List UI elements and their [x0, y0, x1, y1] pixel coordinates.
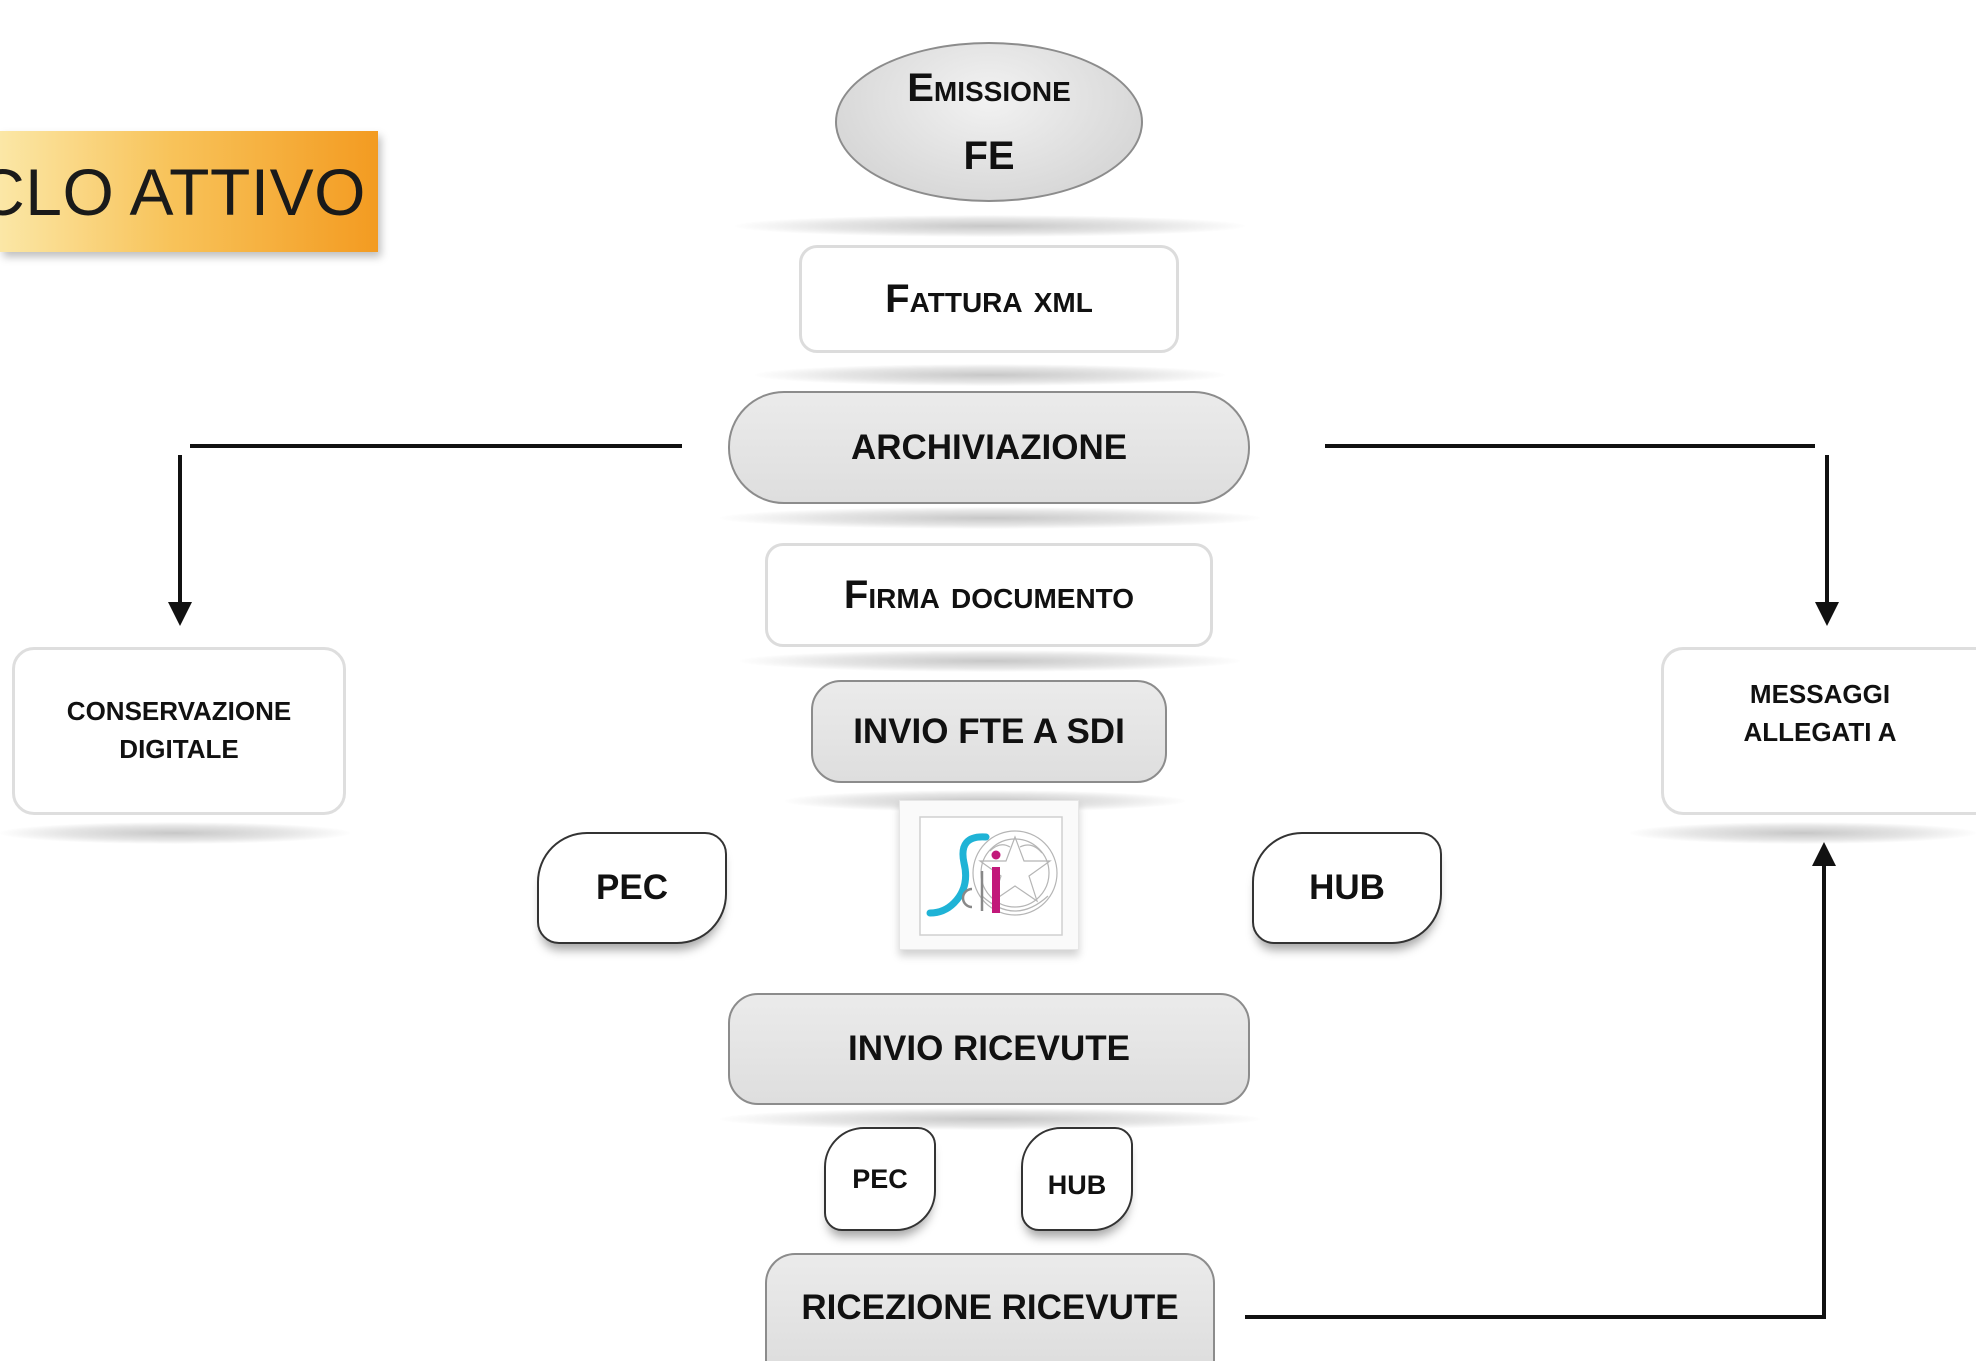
pec-small-label: PEC: [852, 1163, 908, 1194]
messaggi-line2: ALLEGATI A: [1743, 716, 1897, 747]
shadow-firma: [740, 650, 1240, 672]
shadow-messaggi: [1630, 822, 1976, 844]
ricezione-label: RICEZIONE RICEVUTE: [801, 1288, 1179, 1327]
archiviazione-label: ARCHIVIAZIONE: [850, 427, 1128, 467]
shadow-conservazione: [0, 822, 350, 844]
invio-ricevute-label: INVIO RICEVUTE: [848, 1029, 1130, 1068]
node-invio-ricevute: INVIO RICEVUTE: [728, 993, 1250, 1105]
fattura-label: Fattura xml: [885, 276, 1093, 321]
firma-label: Firma documento: [843, 572, 1135, 617]
arrow-up-to-messaggi: [1812, 842, 1836, 866]
node-messaggi-allegati: MESSAGGI ALLEGATI A: [1661, 647, 1976, 815]
pec-label: PEC: [596, 868, 668, 907]
conservazione-line1: CONSERVAZIONE: [66, 696, 292, 727]
connector-left-down: [178, 455, 182, 605]
hub-label: HUB: [1309, 868, 1385, 907]
connector-ricezione-right: [1245, 1315, 1822, 1319]
arrow-to-messaggi: [1815, 602, 1839, 626]
node-ricezione-ricevute: RICEZIONE RICEVUTE: [765, 1253, 1215, 1361]
node-pec-channel: PEC: [537, 832, 727, 944]
shadow-invio-ricevute: [720, 1108, 1260, 1130]
title-banner: CLO ATTIVO: [0, 131, 378, 252]
connector-up-to-messaggi: [1822, 866, 1826, 1319]
shadow-archiviazione: [720, 507, 1260, 529]
connector-archiviazione-left: [190, 444, 682, 448]
title-text: CLO ATTIVO: [0, 154, 366, 229]
node-conservazione-digitale: CONSERVAZIONE DIGITALE: [12, 647, 346, 815]
node-pec-small: PEC: [824, 1127, 936, 1231]
sdi-logo: [899, 800, 1079, 950]
connector-archiviazione-right: [1325, 444, 1815, 448]
node-archiviazione: ARCHIVIAZIONE: [728, 391, 1250, 504]
emissione-line2: FE: [963, 134, 1015, 178]
messaggi-line1: MESSAGGI: [1749, 679, 1891, 709]
node-fattura-xml: Fattura xml: [799, 245, 1179, 353]
arrow-to-conservazione: [168, 602, 192, 626]
emissione-line1: Emissione: [907, 66, 1071, 110]
connector-right-down: [1825, 455, 1829, 605]
node-emissione-fe: Emissione FE: [835, 42, 1143, 202]
hub-small-label: HUB: [1047, 1169, 1107, 1200]
invio-fte-label: INVIO FTE A SDI: [853, 711, 1125, 751]
shadow-emissione: [735, 215, 1245, 237]
conservazione-line2: DIGITALE: [119, 734, 239, 764]
node-firma-documento: Firma documento: [765, 543, 1213, 647]
node-hub-small: HUB: [1021, 1127, 1133, 1231]
sdi-logo-graphic: [919, 816, 1063, 936]
shadow-fattura: [755, 364, 1225, 386]
node-invio-fte-sdi: INVIO FTE A SDI: [811, 680, 1167, 783]
node-hub-channel: HUB: [1252, 832, 1442, 944]
